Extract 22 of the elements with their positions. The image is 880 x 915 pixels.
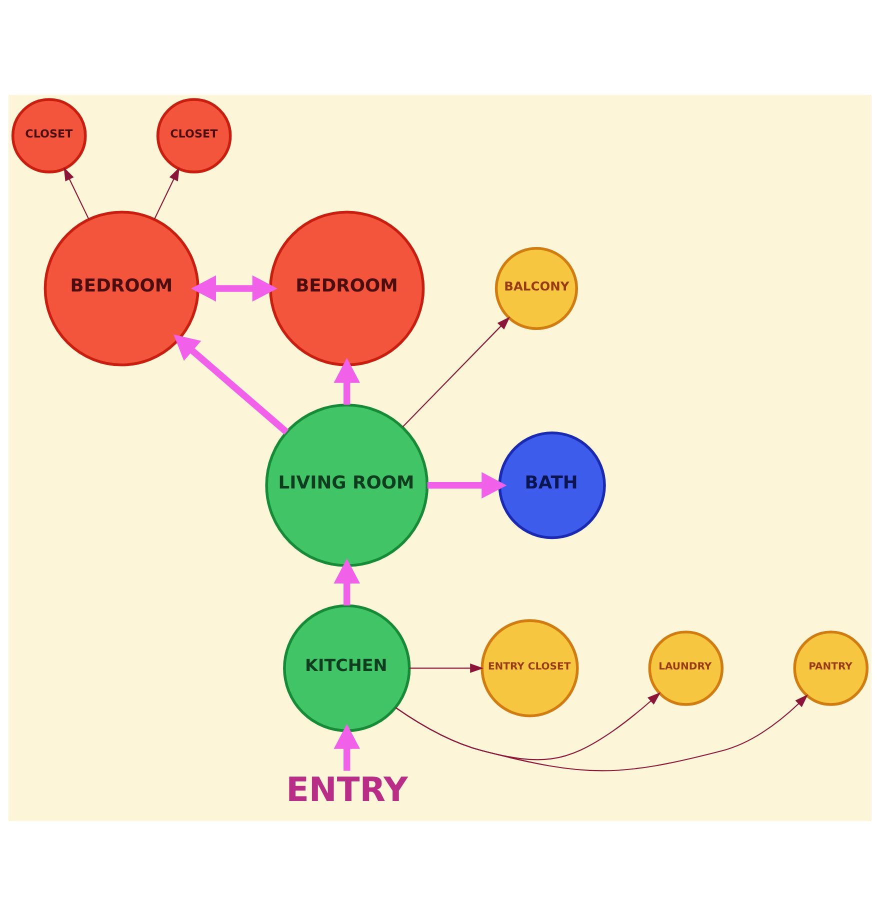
arrow xyxy=(334,723,360,770)
arrow xyxy=(154,166,180,219)
node-text: ENTRY xyxy=(286,769,408,808)
arrow xyxy=(334,357,360,404)
arrow xyxy=(174,334,289,434)
node-circle: BEDROOM xyxy=(269,210,425,366)
node-circle: BEDROOM xyxy=(44,210,200,366)
node-circle: ENTRY CLOSET xyxy=(480,618,579,717)
arrow xyxy=(334,558,360,605)
arrow xyxy=(190,274,278,302)
arrow xyxy=(395,692,661,760)
node-circle: BATH xyxy=(498,431,606,539)
arrow xyxy=(64,166,90,219)
node-circle: KITCHEN xyxy=(283,604,411,732)
arrow xyxy=(409,663,484,672)
node-circle: LIVING ROOM xyxy=(265,403,429,567)
arrow xyxy=(402,316,510,427)
node-circle: CLOSET xyxy=(156,98,232,173)
node-circle: PANTRY xyxy=(793,630,869,706)
arrow xyxy=(395,694,808,771)
arrow xyxy=(427,472,507,498)
node-circle: CLOSET xyxy=(11,98,87,173)
